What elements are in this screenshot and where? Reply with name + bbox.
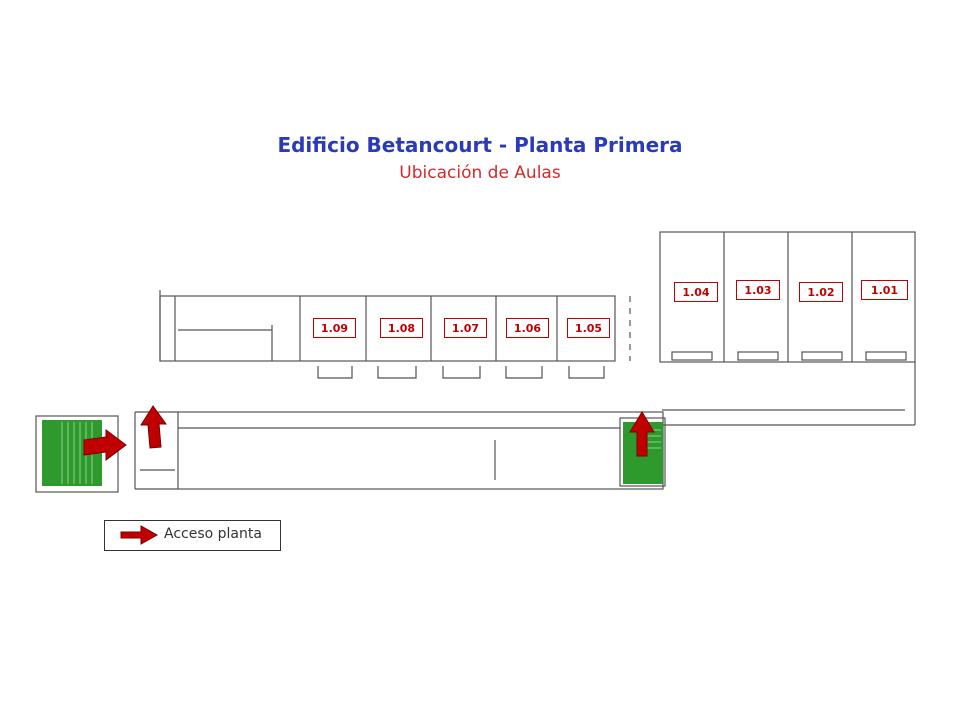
room-label-103: 1.03 xyxy=(736,280,780,300)
room-label-108: 1.08 xyxy=(380,318,423,338)
map-subtitle: Ubicación de Aulas xyxy=(399,163,561,183)
stairwell-left-outline xyxy=(35,415,119,493)
main-corridor-outline xyxy=(177,411,664,490)
room-label-104: 1.04 xyxy=(674,282,718,302)
room-label-107: 1.07 xyxy=(444,318,487,338)
room-label-109: 1.09 xyxy=(313,318,356,338)
room-label-105: 1.05 xyxy=(567,318,610,338)
room-label-101: 1.01 xyxy=(861,280,908,300)
room-label-102: 1.02 xyxy=(799,282,843,302)
access-arrow-up-icon xyxy=(140,405,167,449)
red-arrow-icon xyxy=(120,525,159,545)
legend-label: Acceso planta xyxy=(164,526,262,542)
access-arrow-up-icon xyxy=(629,411,655,457)
map-title: Edificio Betancourt - Planta Primera xyxy=(277,133,683,157)
legend: Acceso planta xyxy=(104,520,281,551)
room-label-106: 1.06 xyxy=(506,318,549,338)
access-arrow-right-icon xyxy=(83,429,127,461)
